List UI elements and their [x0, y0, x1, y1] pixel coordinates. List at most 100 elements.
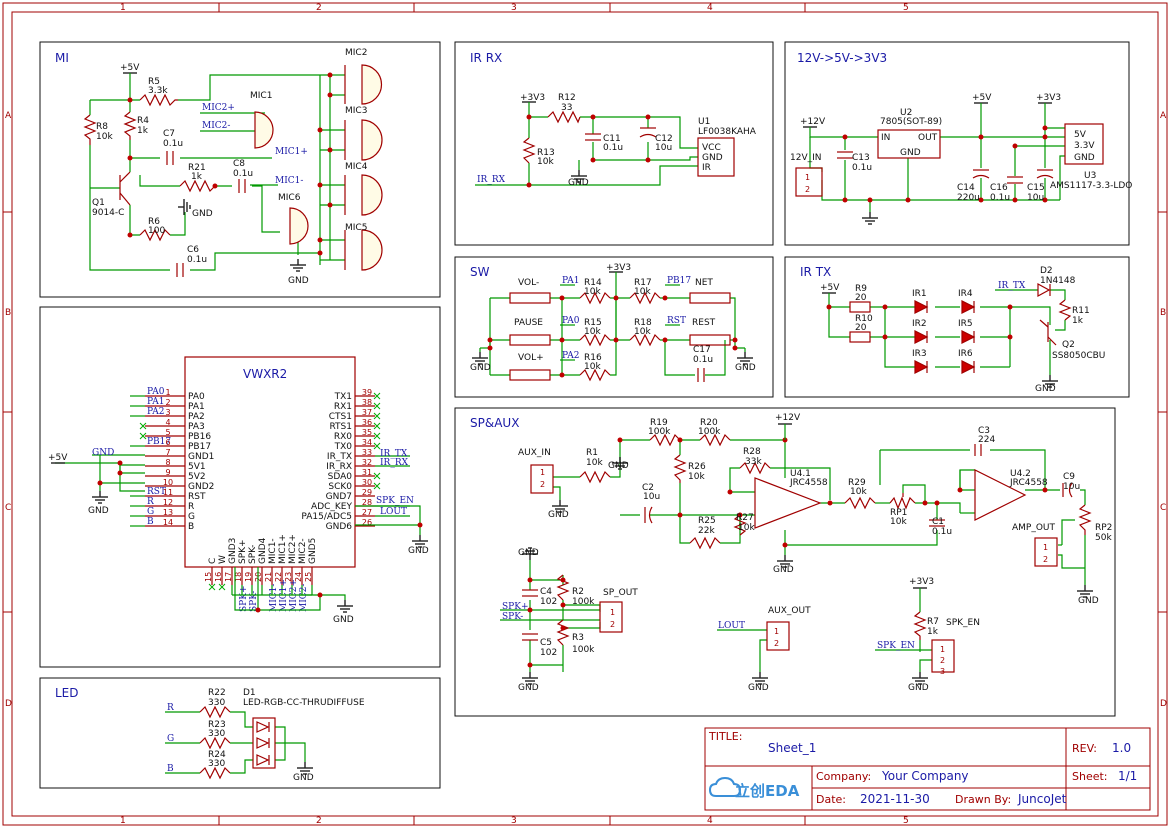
part-ref: R5 [148, 77, 160, 87]
part-ref: R13 [537, 148, 555, 158]
part-ref: C8 [233, 159, 245, 169]
net-label: MIC1- [275, 176, 303, 186]
pin-name: RX1 [334, 402, 352, 412]
net-label: PA1 [147, 397, 164, 407]
pin-number: 21 [264, 572, 273, 582]
vwxr-module [184, 356, 356, 568]
pin-number: 18 [234, 572, 243, 582]
net-label: PB17 [147, 437, 171, 447]
part-value: 330 [208, 698, 225, 708]
pin-name: C [208, 558, 218, 564]
part-ref: R24 [208, 750, 226, 760]
part-ref: C7 [163, 129, 175, 139]
part-value: 0.1u [852, 163, 872, 173]
pin-number: 30 [362, 478, 372, 487]
col-label: 2 [316, 816, 322, 826]
part-ref: R8 [96, 122, 108, 132]
pin-number: 39 [362, 388, 372, 397]
pin-name: PA3 [188, 422, 205, 432]
gnd-label: GND [88, 506, 109, 516]
pin-name: GND2 [188, 482, 214, 492]
gnd-label: GND [518, 683, 539, 693]
part-ref: U2 [900, 108, 912, 118]
pin-number: 31 [362, 468, 372, 477]
pin-name: RST [188, 492, 206, 502]
supply-label: +5V [120, 63, 140, 73]
part-value: 220u [957, 193, 980, 203]
pin-name: GND1 [188, 452, 214, 462]
gnd-label: GND [735, 363, 756, 373]
svg-text:1: 1 [610, 608, 615, 617]
net-label: PA2 [147, 407, 164, 417]
section-title: SW [470, 265, 490, 279]
pin-name: B [188, 522, 194, 532]
supply-label: +12V [800, 117, 826, 127]
sp-aux-section: SP&AUX [454, 407, 1116, 717]
part-ref: IR4 [958, 289, 973, 299]
pin-name: PA2 [188, 412, 205, 422]
col-label: 5 [903, 816, 909, 826]
part-value: 33k [745, 457, 762, 467]
title-label: TITLE: [708, 730, 742, 743]
part-value: 10k [850, 487, 867, 497]
part-value: 0.1u [932, 527, 952, 537]
part-value: 100k [572, 597, 595, 607]
net-label: IR_RX [380, 458, 409, 468]
part-ref: R9 [855, 284, 867, 294]
col-label: 3 [511, 3, 517, 13]
connector-label: AUX_IN [518, 448, 551, 458]
part-ref: IR1 [912, 289, 927, 299]
net-label: PA1 [562, 276, 579, 286]
pin-name: PA1 [188, 402, 205, 412]
part-value: 0.1u [233, 169, 253, 179]
net-label: LOUT [718, 621, 745, 631]
svg-text:1: 1 [540, 468, 545, 477]
pin-number: 36 [362, 418, 372, 427]
part-value: 0.1u [693, 355, 713, 365]
col-label: 4 [707, 3, 713, 13]
sw-section: SW +3V3 GND GND VOL- PAUSE VOL+ NET REST… [454, 256, 774, 398]
part-value: 10u [655, 143, 672, 153]
switch-label: PAUSE [514, 318, 543, 328]
part-ref: MIC6 [278, 193, 301, 203]
pin-name: MIC1+ [278, 534, 288, 564]
gnd-label: GND [333, 615, 354, 625]
pin-name: R [188, 502, 194, 512]
part-ref: C13 [852, 153, 870, 163]
net-label: IR_RX [477, 175, 506, 185]
part-ref: R18 [634, 318, 652, 328]
switch-label: NET [695, 278, 713, 288]
part-value: 100k [572, 645, 595, 655]
net-label: SPK- [249, 591, 259, 612]
part-ref: C17 [693, 345, 711, 355]
part-ref: C2 [642, 483, 654, 493]
supply-label: +5V [48, 453, 68, 463]
pin-name: GND5 [308, 538, 318, 564]
pin-number: 29 [362, 488, 372, 497]
gnd-label: GND [773, 565, 794, 575]
part-ref: D2 [1040, 266, 1053, 276]
part-value: 100 [148, 226, 165, 236]
pin-name: PA15/ADC5 [301, 512, 352, 522]
part-ref: C5 [540, 638, 552, 648]
part-ref: C16 [990, 183, 1008, 193]
part-ref: U1 [698, 117, 710, 127]
svg-text:2: 2 [540, 480, 545, 489]
part-ref: R16 [584, 353, 602, 363]
net-label: PA0 [147, 387, 165, 397]
date-label: Date: [816, 793, 846, 806]
pin-name: MIC2- [298, 538, 308, 564]
pin-number: 16 [214, 572, 223, 582]
section-title: SP&AUX [470, 416, 519, 430]
pin-name: SPK+ [238, 539, 248, 564]
switch-label: REST [692, 318, 716, 328]
part-value: 10k [586, 458, 603, 468]
pin-name: 5V [1074, 130, 1087, 140]
part-ref: R19 [650, 418, 668, 428]
connector-label: 12V_IN [790, 153, 822, 163]
part-ref: R14 [584, 278, 602, 288]
pin-name: PA0 [188, 392, 205, 402]
net-label: SPK+ [502, 602, 529, 612]
pin-number: 13 [163, 508, 173, 517]
